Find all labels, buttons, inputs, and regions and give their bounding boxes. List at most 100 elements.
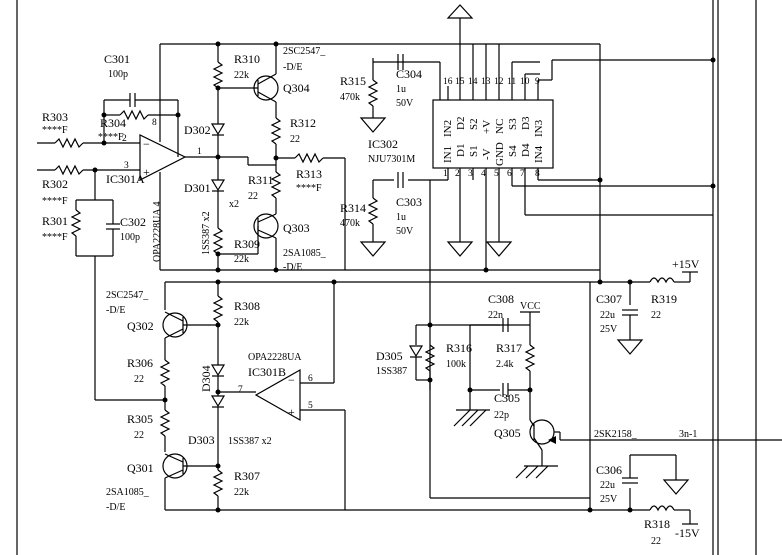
label-d303-type: 1SS387 x2 <box>228 436 272 447</box>
label-q302-suffix: -D/E <box>106 305 125 316</box>
r314-ground <box>359 241 387 257</box>
label-q303-type: 2SA1085_ <box>283 248 327 259</box>
r305-resistor <box>159 409 171 437</box>
label-q305: Q305 <box>494 426 521 440</box>
ic302-pin-3: 3 <box>468 169 473 179</box>
ic302-pin-9: 9 <box>535 77 540 87</box>
label-r307: R307 <box>234 469 260 483</box>
d305-diode <box>408 345 424 358</box>
label-q304: Q304 <box>283 81 310 95</box>
label-c303-value: 1u <box>396 212 406 223</box>
label-q303: Q303 <box>283 221 310 235</box>
label-c304: C304 <box>396 67 422 81</box>
ic302-pin-11: 11 <box>507 77 516 87</box>
ic302-name-in3: IN3 <box>533 119 545 137</box>
label-c302-value: 100p <box>120 232 140 243</box>
r308-resistor <box>212 295 224 323</box>
c307-ground <box>616 339 644 355</box>
label-r307-value: 22k <box>234 487 249 498</box>
label-c306-value: 22u <box>600 480 615 491</box>
svg-text:−: − <box>143 137 150 151</box>
label-ic301a-pin1: 1 <box>197 147 202 157</box>
label-r306-value: 22 <box>134 374 144 385</box>
label-q301-suffix: -D/E <box>106 502 125 513</box>
label-1ss387-vertical: 1SS387 x2 <box>201 211 212 255</box>
label-r310: R310 <box>234 52 260 66</box>
label-c306: C306 <box>596 463 622 477</box>
r315-ground <box>359 117 387 133</box>
positive-supply <box>590 271 698 355</box>
label-opa2228ua: OPA2228UA <box>248 352 302 363</box>
label-d302: D302 <box>184 123 211 137</box>
r313-resistor <box>294 152 324 164</box>
q305-gate-arrow <box>548 436 556 444</box>
label-r319-value: 22 <box>651 310 661 321</box>
label-c301: C301 <box>104 52 130 66</box>
r302-resistor <box>54 164 84 176</box>
top-arrow-connector <box>446 4 474 86</box>
label-ic302: IC302 <box>368 137 398 151</box>
label-q304-suffix: -D/E <box>283 62 302 73</box>
svg-text:+: + <box>143 165 150 179</box>
label-q302: Q302 <box>127 319 154 333</box>
label-q304-type: 2SC2547_ <box>283 46 326 57</box>
d302-diode <box>210 123 226 136</box>
label-r308: R308 <box>234 299 260 313</box>
label-r308-value: 22k <box>234 317 249 328</box>
ic302-pin-4: 4 <box>481 169 486 179</box>
label-c301-value: 100p <box>108 69 128 80</box>
label-r304-value: ****F <box>98 132 124 143</box>
label-r303: R303 <box>42 110 68 124</box>
label-r301: R301 <box>42 214 68 228</box>
d303-diode <box>210 395 226 408</box>
label-c307-value: 22u <box>600 310 615 321</box>
label-d304: D304 <box>199 365 213 392</box>
label-vcc: VCC <box>520 301 541 312</box>
label-c302: C302 <box>120 215 146 229</box>
ic302-name-in4: IN4 <box>533 145 545 163</box>
label-r313-value: ****F <box>296 183 322 194</box>
ic302-pin-7: 7 <box>520 169 525 179</box>
jfet-section <box>408 311 782 499</box>
r318-resistor <box>649 505 675 512</box>
ic302-name-minusv: -V <box>481 148 493 160</box>
label-minus15v: -15V <box>675 526 700 540</box>
r311-resistor <box>270 171 282 199</box>
label-r315-value: 470k <box>340 92 360 103</box>
r301-resistor <box>70 209 82 237</box>
label-opa2228-vertical: OPA2228UA 4 <box>152 202 163 262</box>
r317-resistor <box>524 344 536 372</box>
ic301a-opamp: − + <box>139 44 218 270</box>
label-c307: C307 <box>596 292 622 306</box>
r307-resistor <box>212 469 224 497</box>
label-d305: D305 <box>376 349 403 363</box>
ic302-name-gnd: GND <box>494 142 506 166</box>
label-c304-volt: 50V <box>396 98 414 109</box>
label-r314: R314 <box>340 201 366 215</box>
ic302-pin-16: 16 <box>443 77 453 87</box>
ic302-pin-5: 5 <box>494 169 499 179</box>
label-r303-value: ****F <box>42 125 68 136</box>
ic302-name-d1: D1 <box>455 144 467 157</box>
label-d303: D303 <box>188 433 215 447</box>
label-r302: R302 <box>42 177 68 191</box>
c306-ground <box>662 479 690 495</box>
frame-lines <box>16 0 757 555</box>
label-c304-value: 1u <box>396 84 406 95</box>
label-ic301b-pin7: 7 <box>238 385 243 395</box>
r303-resistor <box>54 137 84 149</box>
ic302-gnd-1 <box>446 241 474 257</box>
ic302-pin-8: 8 <box>535 169 540 179</box>
label-r311-value: 22 <box>248 191 258 202</box>
svg-text:+: + <box>288 405 295 419</box>
label-d301: D301 <box>184 181 211 195</box>
label-r312-value: 22 <box>290 134 300 145</box>
label-3n-1: 3n-1 <box>679 429 697 440</box>
label-r302-value: ****F <box>42 196 68 207</box>
negative-supply <box>587 282 698 525</box>
label-r315: R315 <box>340 74 366 88</box>
label-ic301b-pin5: 5 <box>308 401 313 411</box>
label-r316-value: 100k <box>446 359 466 370</box>
